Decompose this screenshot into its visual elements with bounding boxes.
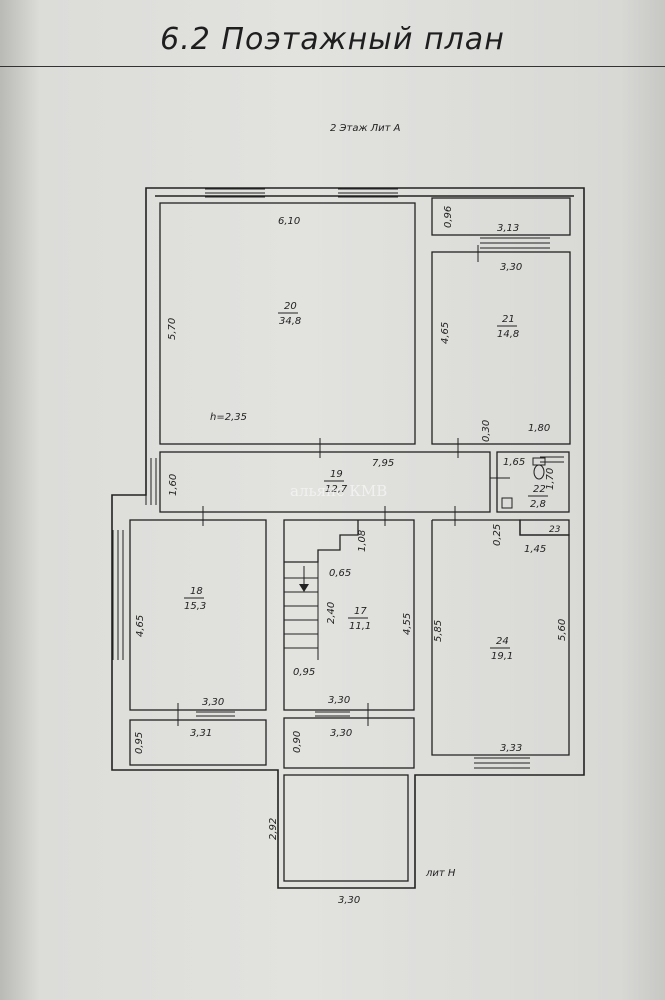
svg-text:1,45: 1,45 [524,544,546,555]
outer-walls [111,187,585,889]
room-23-number: 23 [549,525,561,535]
room-17-area: 11,1 [349,621,371,632]
svg-text:0,30: 0,30 [481,420,492,442]
room-19-number: 19 [330,469,343,480]
room-19 [159,451,491,513]
room-24-area: 19,1 [491,651,513,662]
room-23 [519,519,570,536]
annex-room [283,774,409,882]
balcony-left [129,719,267,766]
svg-text:4,65: 4,65 [440,322,451,344]
annex-label: лит Н [425,868,456,879]
room-20 [159,202,416,445]
room-18-number: 18 [190,586,203,597]
watermark-logo: альянс КМВ [290,482,387,500]
svg-text:3,30: 3,30 [202,697,224,708]
room-18-area: 15,3 [184,601,206,612]
svg-text:0,65: 0,65 [329,568,351,579]
staircase [284,520,359,660]
stair-arrow-icon [299,584,309,592]
room-21-number: 21 [502,314,515,325]
room-17-number: 17 [354,606,367,617]
svg-text:3,30: 3,30 [330,728,352,739]
svg-text:3,30: 3,30 [500,262,522,273]
dimension-labels: 6,10 5,70 3,30 4,65 3,13 0,96 1,80 0,30 … [134,206,568,906]
room-19-area: 12,7 [325,484,348,495]
room-24-number: 24 [496,636,509,647]
svg-text:1,08: 1,08 [357,530,368,552]
svg-text:5,70: 5,70 [167,318,178,340]
svg-text:5,85: 5,85 [433,620,444,642]
svg-text:0,25: 0,25 [492,524,503,546]
balcony-mid [283,717,415,769]
svg-text:2,92: 2,92 [268,818,279,840]
toilet-icon [501,457,546,509]
door-ticks [177,245,510,726]
title-underline [0,66,665,67]
svg-text:0,95: 0,95 [134,732,145,754]
svg-text:5,60: 5,60 [557,619,568,641]
svg-text:1,80: 1,80 [528,423,550,434]
room-labels: 20 34,8 h=2,35 21 14,8 19 12,7 22 2,8 18… [184,301,561,662]
svg-text:3,30: 3,30 [338,895,360,906]
svg-text:3,30: 3,30 [328,695,350,706]
svg-text:3,13: 3,13 [497,223,519,234]
svg-text:4,65: 4,65 [135,615,146,637]
svg-text:2,40: 2,40 [326,602,337,624]
room-22 [496,451,570,513]
room-20-height: h=2,35 [210,412,247,423]
svg-text:7,95: 7,95 [372,458,394,469]
svg-text:1,60: 1,60 [168,474,179,496]
room-18 [129,519,267,711]
svg-text:1,70: 1,70 [545,468,556,490]
balcony-top [431,197,571,236]
svg-text:0,90: 0,90 [292,731,303,753]
svg-text:0,96: 0,96 [443,206,454,228]
svg-text:4,55: 4,55 [402,613,413,635]
svg-text:1,65: 1,65 [503,457,525,468]
room-21 [431,251,571,445]
floor-label: 2 Этаж Лит А [330,123,401,134]
svg-text:6,10: 6,10 [278,216,300,227]
room-22-area: 2,8 [530,499,546,510]
svg-text:3,31: 3,31 [190,728,212,739]
room-20-number: 20 [284,301,297,312]
svg-text:0,95: 0,95 [293,667,315,678]
windows [112,188,564,769]
room-17 [283,519,415,711]
page-title: 6.2 Поэтажный план [160,22,505,57]
room-22-number: 22 [533,484,546,495]
room-20-area: 34,8 [279,316,301,327]
room-21-area: 14,8 [497,329,519,340]
svg-text:3,33: 3,33 [500,743,522,754]
